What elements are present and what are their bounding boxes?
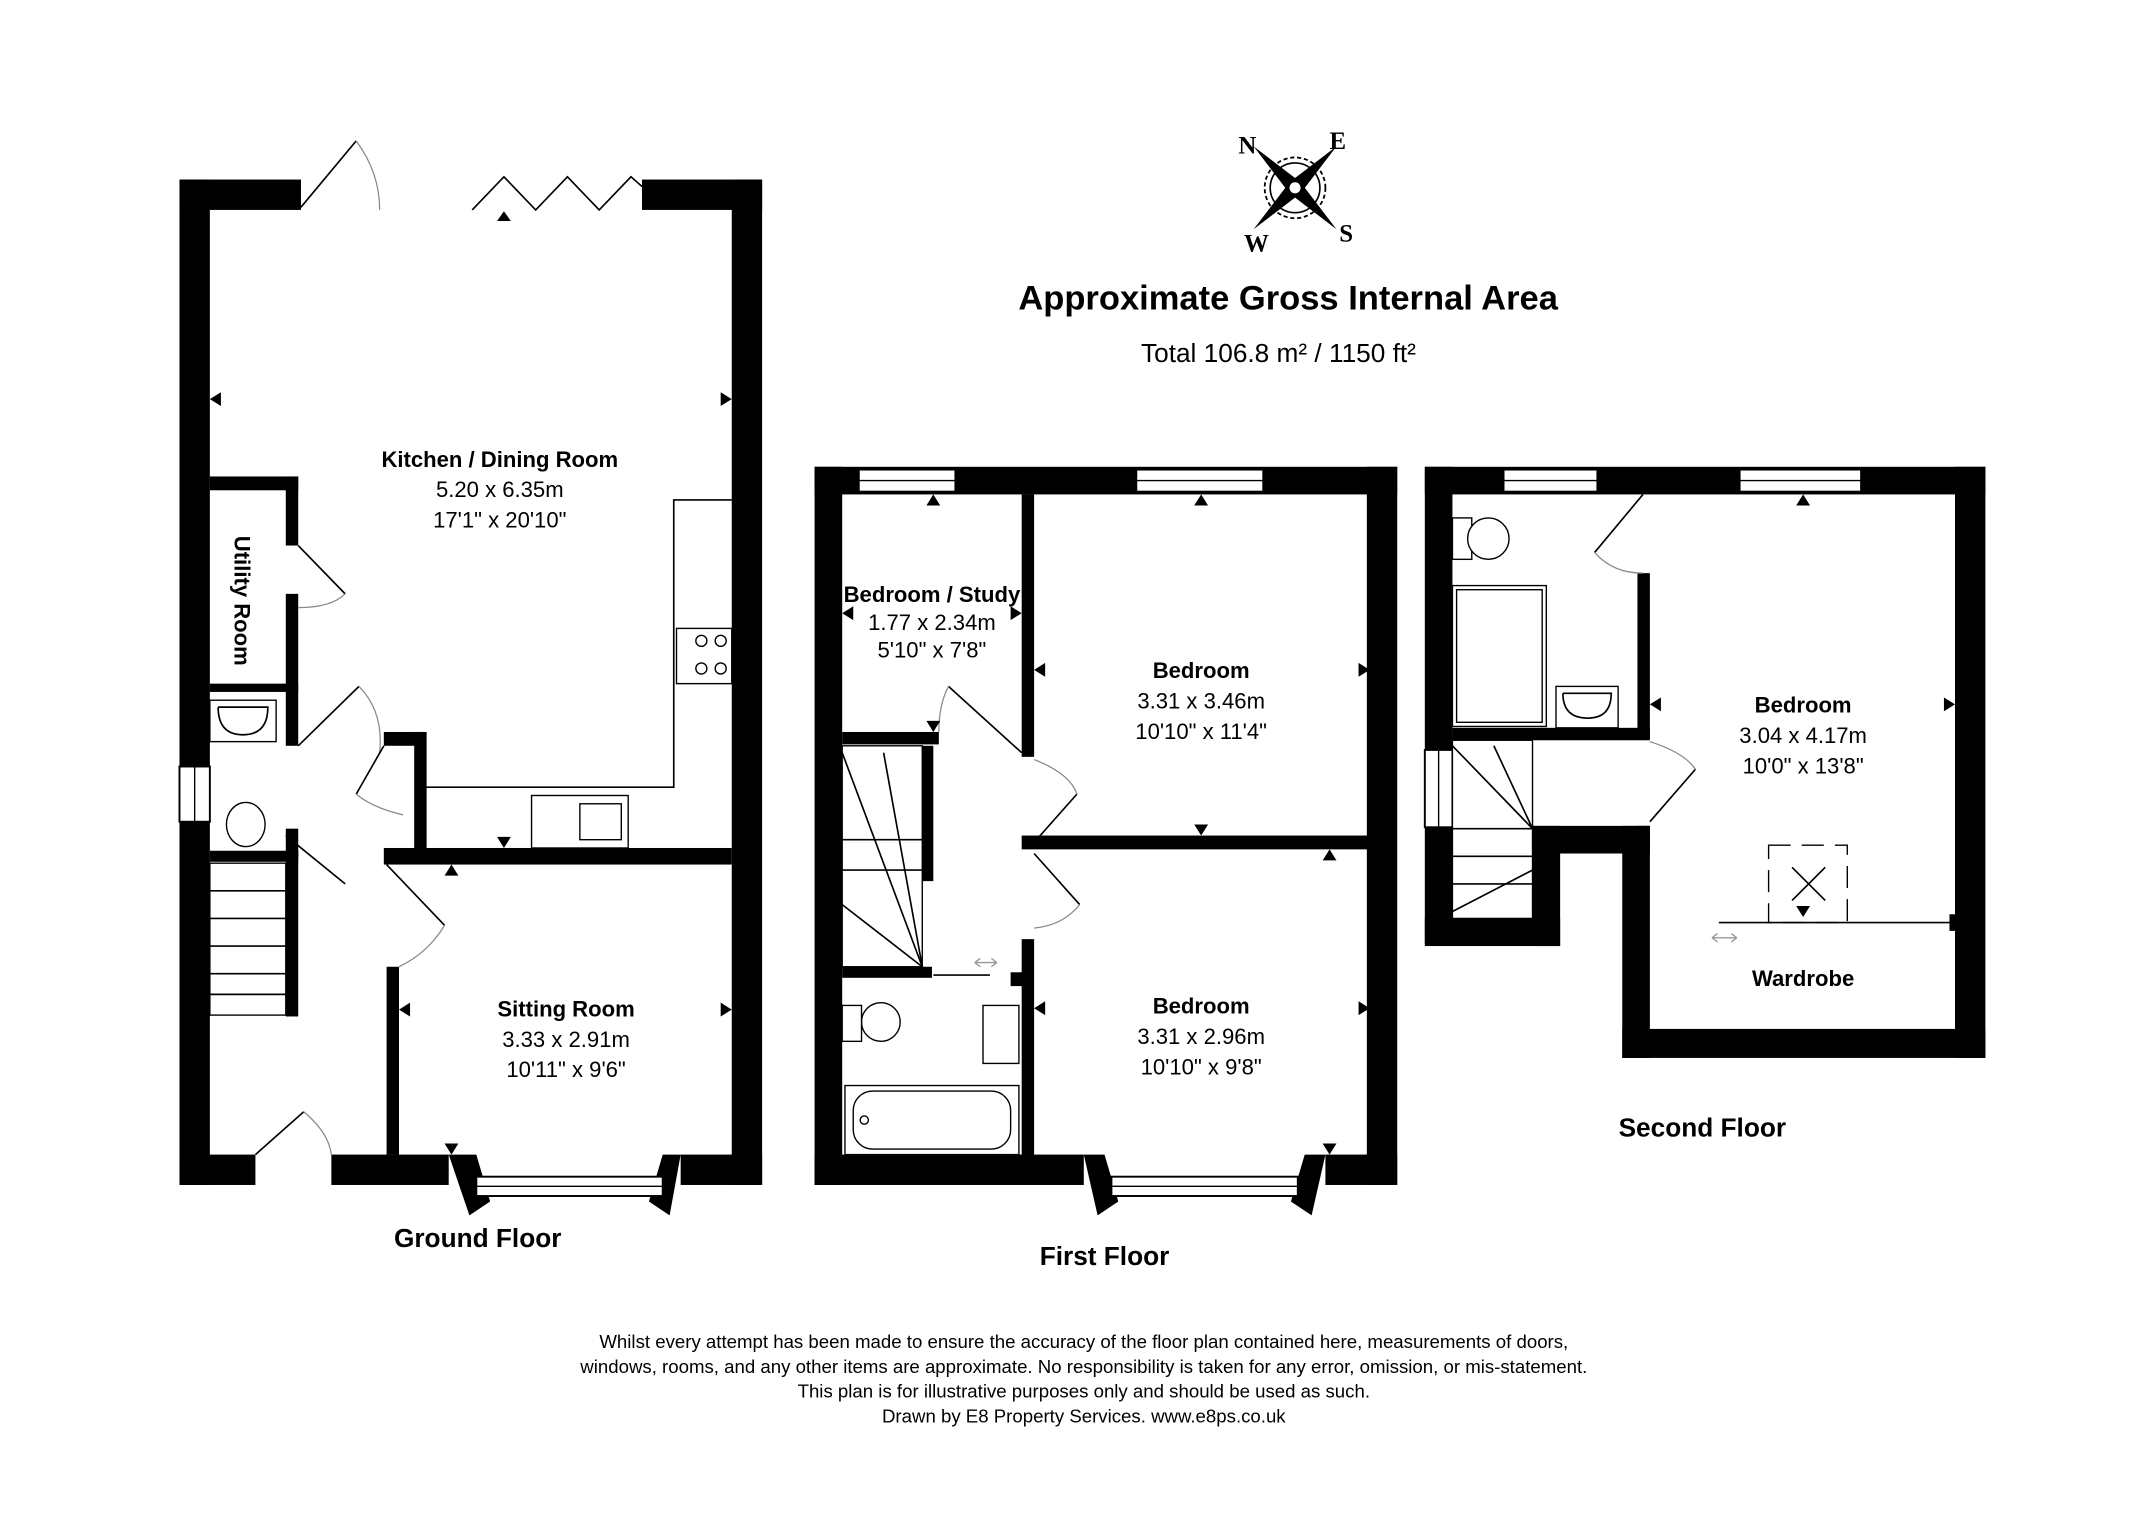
compass-n: N bbox=[1238, 132, 1256, 159]
disclaimer-line: This plan is for illustrative purposes o… bbox=[798, 1381, 1370, 1402]
ground-floor-plan: Kitchen / Dining Room 5.20 x 6.35m 17'1"… bbox=[178, 140, 763, 1253]
floor-label-ground: Ground Floor bbox=[394, 1223, 561, 1253]
room-label: Utility Room bbox=[230, 536, 255, 666]
room-metric: 3.33 x 2.91m bbox=[502, 1027, 630, 1052]
floor-label-second: Second Floor bbox=[1619, 1113, 1787, 1143]
room-imperial: 10'11" x 9'6" bbox=[506, 1057, 625, 1082]
room-metric: 5.20 x 6.35m bbox=[436, 477, 564, 502]
room-imperial: 10'10" x 11'4" bbox=[1135, 719, 1267, 744]
room-label: Kitchen / Dining Room bbox=[381, 447, 618, 472]
disclaimer: Whilst every attempt has been made to en… bbox=[579, 1331, 1587, 1427]
area-total: Total 106.8 m² / 1150 ft² bbox=[1141, 338, 1416, 368]
room-label: Bedroom / Study bbox=[844, 582, 1021, 607]
room-metric: 3.31 x 2.96m bbox=[1137, 1024, 1265, 1049]
room-label: Bedroom bbox=[1755, 693, 1852, 718]
compass-w: W bbox=[1244, 230, 1269, 257]
room-imperial: 17'1" x 20'10" bbox=[433, 508, 566, 533]
disclaimer-credit: Drawn by E8 Property Services. www.e8ps.… bbox=[882, 1406, 1286, 1427]
compass-e: E bbox=[1330, 128, 1347, 155]
floor-label-first: First Floor bbox=[1040, 1241, 1170, 1271]
room-label: Bedroom bbox=[1153, 994, 1250, 1019]
room-metric: 1.77 x 2.34m bbox=[868, 610, 996, 635]
area-title: Approximate Gross Internal Area bbox=[1018, 279, 1558, 317]
room-imperial: 10'0" x 13'8" bbox=[1743, 753, 1864, 778]
stairs-icon bbox=[841, 745, 924, 968]
skylight-icon bbox=[1767, 844, 1848, 924]
room-imperial: 10'10" x 9'8" bbox=[1141, 1054, 1262, 1079]
second-floor-plan: Bedroom 3.04 x 4.17m 10'0" x 13'8" Wardr… bbox=[1423, 466, 1986, 1143]
stairs-icon bbox=[1451, 739, 1534, 920]
room-metric: 3.31 x 3.46m bbox=[1137, 688, 1265, 713]
disclaimer-line: Whilst every attempt has been made to en… bbox=[599, 1331, 1568, 1352]
disclaimer-line: windows, rooms, and any other items are … bbox=[579, 1356, 1587, 1377]
room-imperial: 5'10" x 7'8" bbox=[878, 637, 987, 662]
compass-icon: N E S W bbox=[1238, 128, 1353, 257]
compass-s: S bbox=[1339, 221, 1353, 248]
room-label: Sitting Room bbox=[497, 996, 634, 1021]
first-floor-plan: Bedroom / Study 1.77 x 2.34m 5'10" x 7'8… bbox=[814, 466, 1398, 1271]
room-label: Wardrobe bbox=[1752, 966, 1854, 991]
room-metric: 3.04 x 4.17m bbox=[1739, 723, 1867, 748]
stairs-icon bbox=[209, 862, 287, 1016]
room-label: Bedroom bbox=[1153, 658, 1250, 683]
